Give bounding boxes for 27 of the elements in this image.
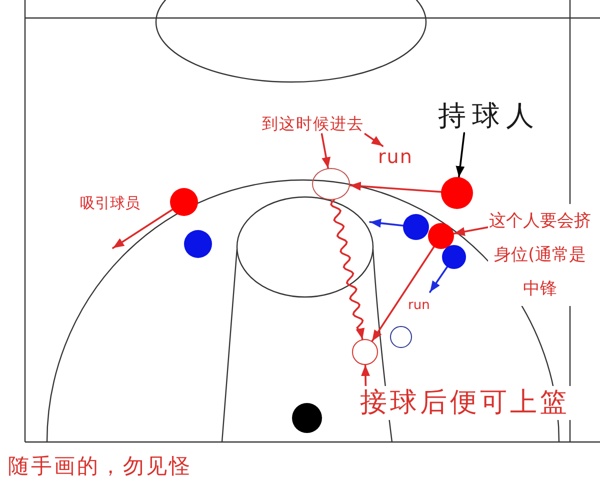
edge-label: 吸引球员 [78,194,142,212]
note-text: 随手画的，勿见怪 [7,454,193,480]
player-dot [184,230,212,258]
player-dot [428,223,454,249]
arrow [320,133,331,170]
player-dot [441,177,473,209]
arrow [456,132,466,178]
handwritten-note: 这个人要会挤身位(通常是中锋 [488,204,592,306]
player-dot [170,188,198,216]
arrow [429,266,448,293]
arrow [369,218,404,228]
position-circle [352,339,378,365]
arrow [364,133,384,147]
arrow [112,208,174,249]
arrow [371,246,435,342]
position-circle [312,168,350,200]
handwritten-note: 到这时候进去 [262,114,378,134]
handwritten-note: 持球人 [438,98,546,133]
player-dot [292,403,322,433]
player-dot [403,214,429,240]
arrow [361,364,370,387]
arrow [452,226,489,236]
position-circle [390,326,412,348]
player-dot [442,245,466,269]
arrow [349,182,442,193]
wavy-arrow [330,198,365,340]
handwritten-note: run [378,146,422,170]
